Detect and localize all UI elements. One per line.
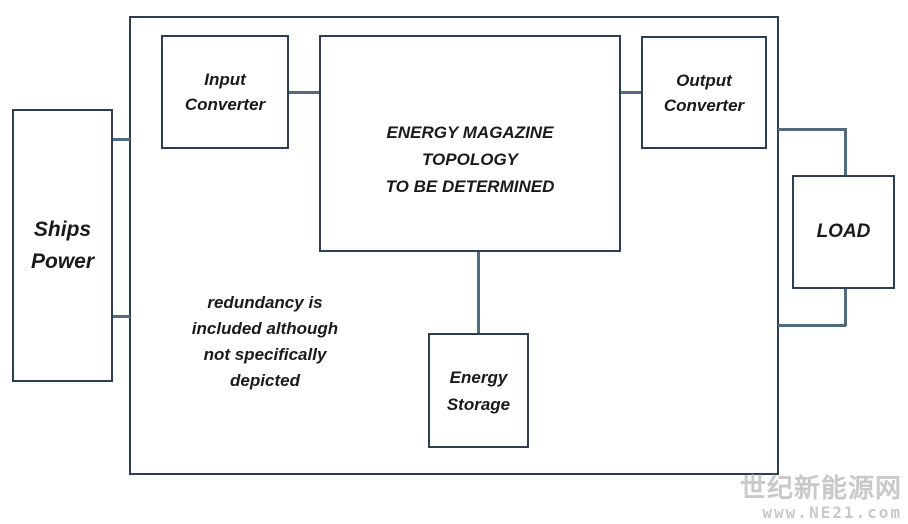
connector-input-to-magazine xyxy=(288,91,321,94)
watermark-line-1: 世纪新能源网 xyxy=(739,474,902,504)
output-converter-label: Output Converter xyxy=(663,71,745,115)
energy-magazine-block: ENERGY MAGAZINE TOPOLOGY TO BE DETERMINE… xyxy=(319,35,621,252)
ships-power-block: Ships Power xyxy=(12,109,113,382)
system-boundary xyxy=(129,16,779,475)
output-converter-block: Output Converter xyxy=(641,36,767,149)
ships-power-label: Ships Power xyxy=(30,217,95,273)
input-converter-label: Input Converter xyxy=(184,70,266,114)
connector-magazine-to-storage xyxy=(477,250,480,334)
connector-load-bottom-v xyxy=(844,288,847,326)
redundancy-note: redundancy is included although not spec… xyxy=(191,293,339,390)
watermark: 世纪新能源网 www.NE21.com xyxy=(740,474,902,522)
input-converter-block: Input Converter xyxy=(161,35,289,149)
energy-storage-block: Energy Storage xyxy=(428,333,529,448)
connector-ships-power-bottom xyxy=(112,315,130,318)
watermark-line-2: www.NE21.com xyxy=(762,503,902,522)
energy-storage-label: Energy Storage xyxy=(446,367,511,414)
connector-load-top-h xyxy=(778,128,846,131)
load-label: LOAD xyxy=(816,221,871,242)
connector-magazine-to-output xyxy=(619,91,643,94)
connector-load-top-v xyxy=(844,128,847,176)
connector-load-bottom-h xyxy=(778,324,846,327)
energy-magazine-label: ENERGY MAGAZINE TOPOLOGY TO BE DETERMINE… xyxy=(385,123,555,196)
load-block: LOAD xyxy=(792,175,895,289)
connector-ships-power-top xyxy=(112,138,130,141)
